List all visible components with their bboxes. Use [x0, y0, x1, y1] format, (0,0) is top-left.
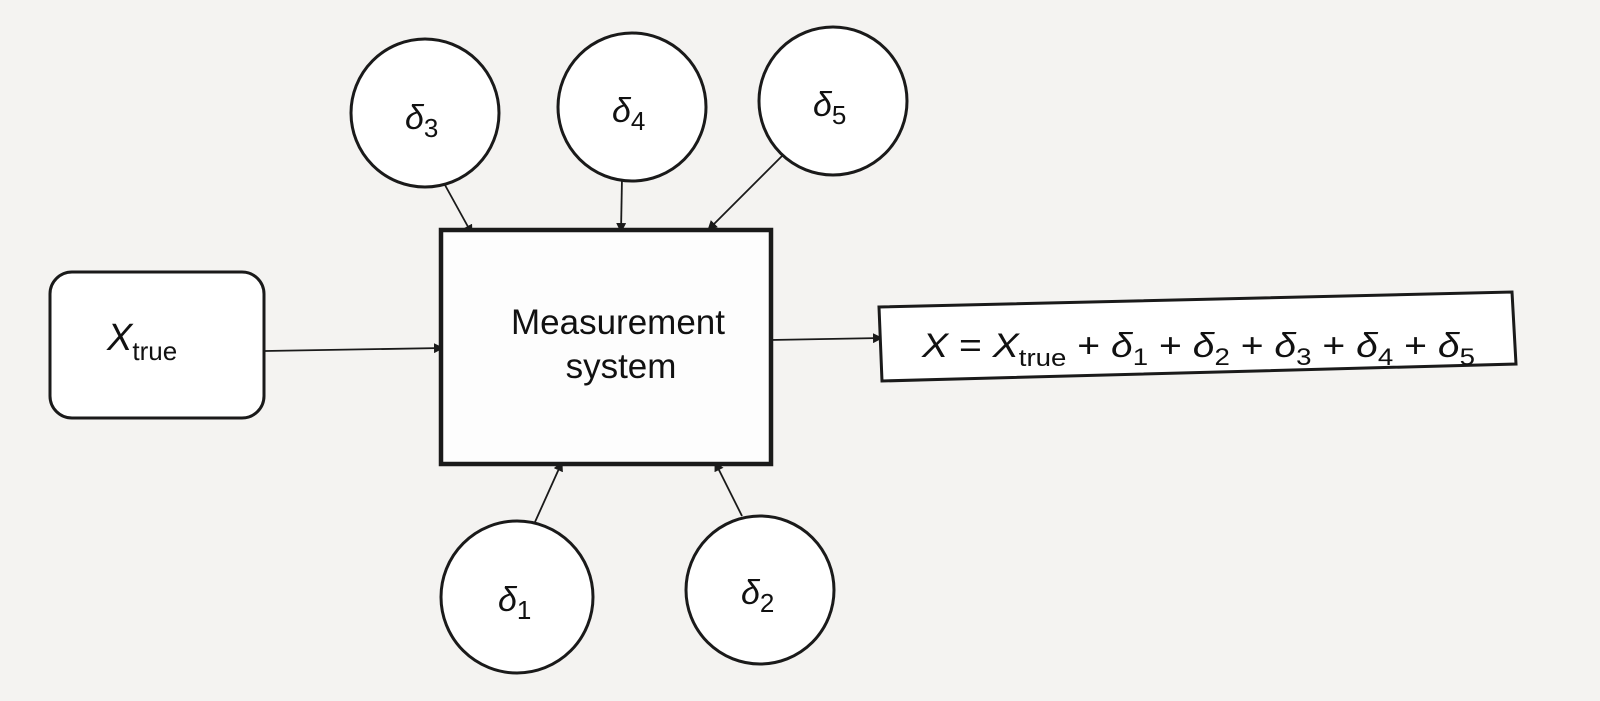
svg-text:δ2: δ2 [741, 574, 774, 618]
error-source-delta-1: δ1 [439, 519, 595, 675]
svg-text:δ5: δ5 [813, 86, 846, 130]
arrow-input-to-system [264, 343, 444, 354]
delta-1-index: 1 [517, 595, 531, 625]
delta-3-symbol: δ [405, 99, 425, 137]
error-source-delta-5: δ5 [757, 25, 909, 177]
system-label-line1: Measurement [511, 303, 725, 342]
arrow-system-to-output [769, 333, 883, 344]
arrow-delta-4 [616, 177, 627, 233]
svg-text:δ3: δ3 [405, 99, 438, 143]
input-subscript: true [132, 336, 177, 366]
input-block: Xtrue [48, 270, 266, 420]
delta-3-index: 3 [424, 113, 438, 143]
delta-1-symbol: δ [498, 581, 518, 619]
svg-text:δ1: δ1 [498, 581, 531, 625]
system-label-line2: system [566, 347, 677, 386]
delta-2-index: 2 [760, 588, 774, 618]
error-source-delta-4: δ4 [556, 31, 708, 183]
arrow-delta-1 [534, 461, 563, 523]
svg-text:Xtrue: Xtrue [106, 317, 177, 366]
arrow-delta-5 [707, 151, 787, 231]
measurement-system-block: Measurement system [438, 227, 774, 467]
delta-4-index: 4 [631, 106, 645, 136]
delta-4-symbol: δ [612, 92, 632, 130]
svg-text:δ4: δ4 [612, 92, 645, 136]
error-source-delta-2: δ2 [684, 514, 836, 666]
delta-2-symbol: δ [741, 574, 761, 612]
delta-5-index: 5 [832, 100, 846, 130]
input-symbol: X [106, 317, 134, 359]
delta-5-symbol: δ [813, 86, 833, 124]
error-source-delta-3: δ3 [349, 37, 501, 189]
arrow-delta-2 [714, 461, 743, 517]
